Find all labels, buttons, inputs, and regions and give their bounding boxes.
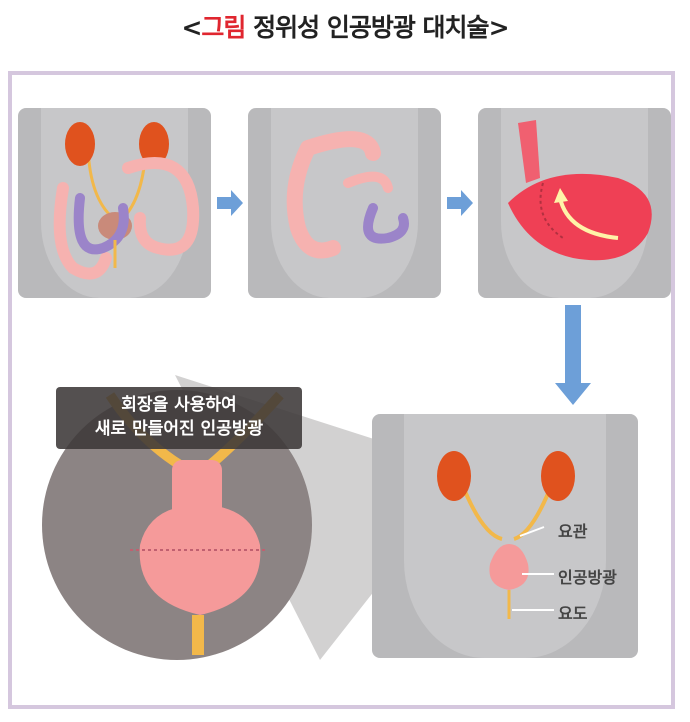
step-2-panel [248,108,441,298]
callout-line-1: 회장을 사용하여 [121,395,237,415]
diagram-frame [8,71,675,709]
title-open-bracket: < [181,13,202,42]
callout-box: 회장을 사용하여 새로 만들어진 인공방광 [56,387,302,449]
curved-arrow-icon [558,197,619,240]
arrow-down-icon [555,305,591,405]
right-kidney-icon [541,451,575,501]
result-illustration [437,451,575,619]
left-kidney-icon [437,451,471,501]
step-3-illustration [508,120,652,261]
result-panel [372,414,638,658]
title-text: 정위성 인공방광 대치술 [245,13,489,42]
callout-line-2: 새로 만들어진 인공방광 [94,419,264,439]
left-kidney-icon [65,122,95,166]
title-close-bracket: > [488,13,510,42]
step-3-panel [478,108,671,298]
step-1-panel [18,108,211,298]
neobladder-neck [172,460,222,520]
neobladder-icon [489,544,529,590]
step-1-illustration [53,122,200,280]
neobladder-icon [139,505,261,615]
step-2-illustration [286,131,409,259]
title-accent: 그림 [201,13,246,42]
label-urethra: 요도 [558,604,588,623]
page-title: <그림 정위성 인공방광 대치술> [0,8,690,44]
right-kidney-icon [139,122,169,166]
arrow-right-icon [447,190,473,216]
arrow-right-icon [217,190,243,216]
label-neobladder: 인공방광 [558,568,617,587]
label-ureter: 요관 [558,522,588,541]
